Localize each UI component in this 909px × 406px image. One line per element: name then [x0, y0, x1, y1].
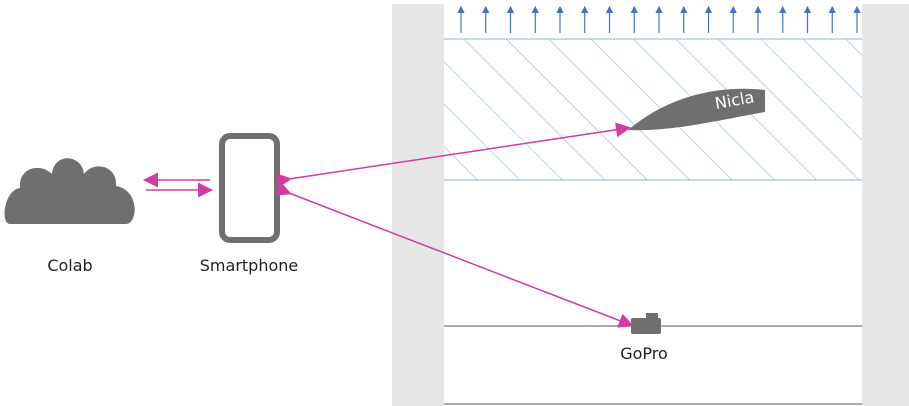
smartphone-label: Smartphone	[200, 256, 298, 275]
colab-label: Colab	[47, 256, 92, 275]
cloud-icon	[4, 158, 135, 224]
boat-icon: Nicla	[628, 87, 765, 131]
upward-arrows	[457, 5, 861, 33]
gopro-label: GoPro	[620, 344, 668, 363]
detection-zone	[444, 39, 862, 180]
phone-gopro-link	[275, 181, 634, 328]
camera-icon	[631, 313, 661, 334]
smartphone-icon	[219, 133, 280, 243]
pool-right-wall	[862, 4, 909, 406]
pool-left-wall	[392, 4, 444, 406]
phone-nicla-link	[276, 122, 631, 189]
